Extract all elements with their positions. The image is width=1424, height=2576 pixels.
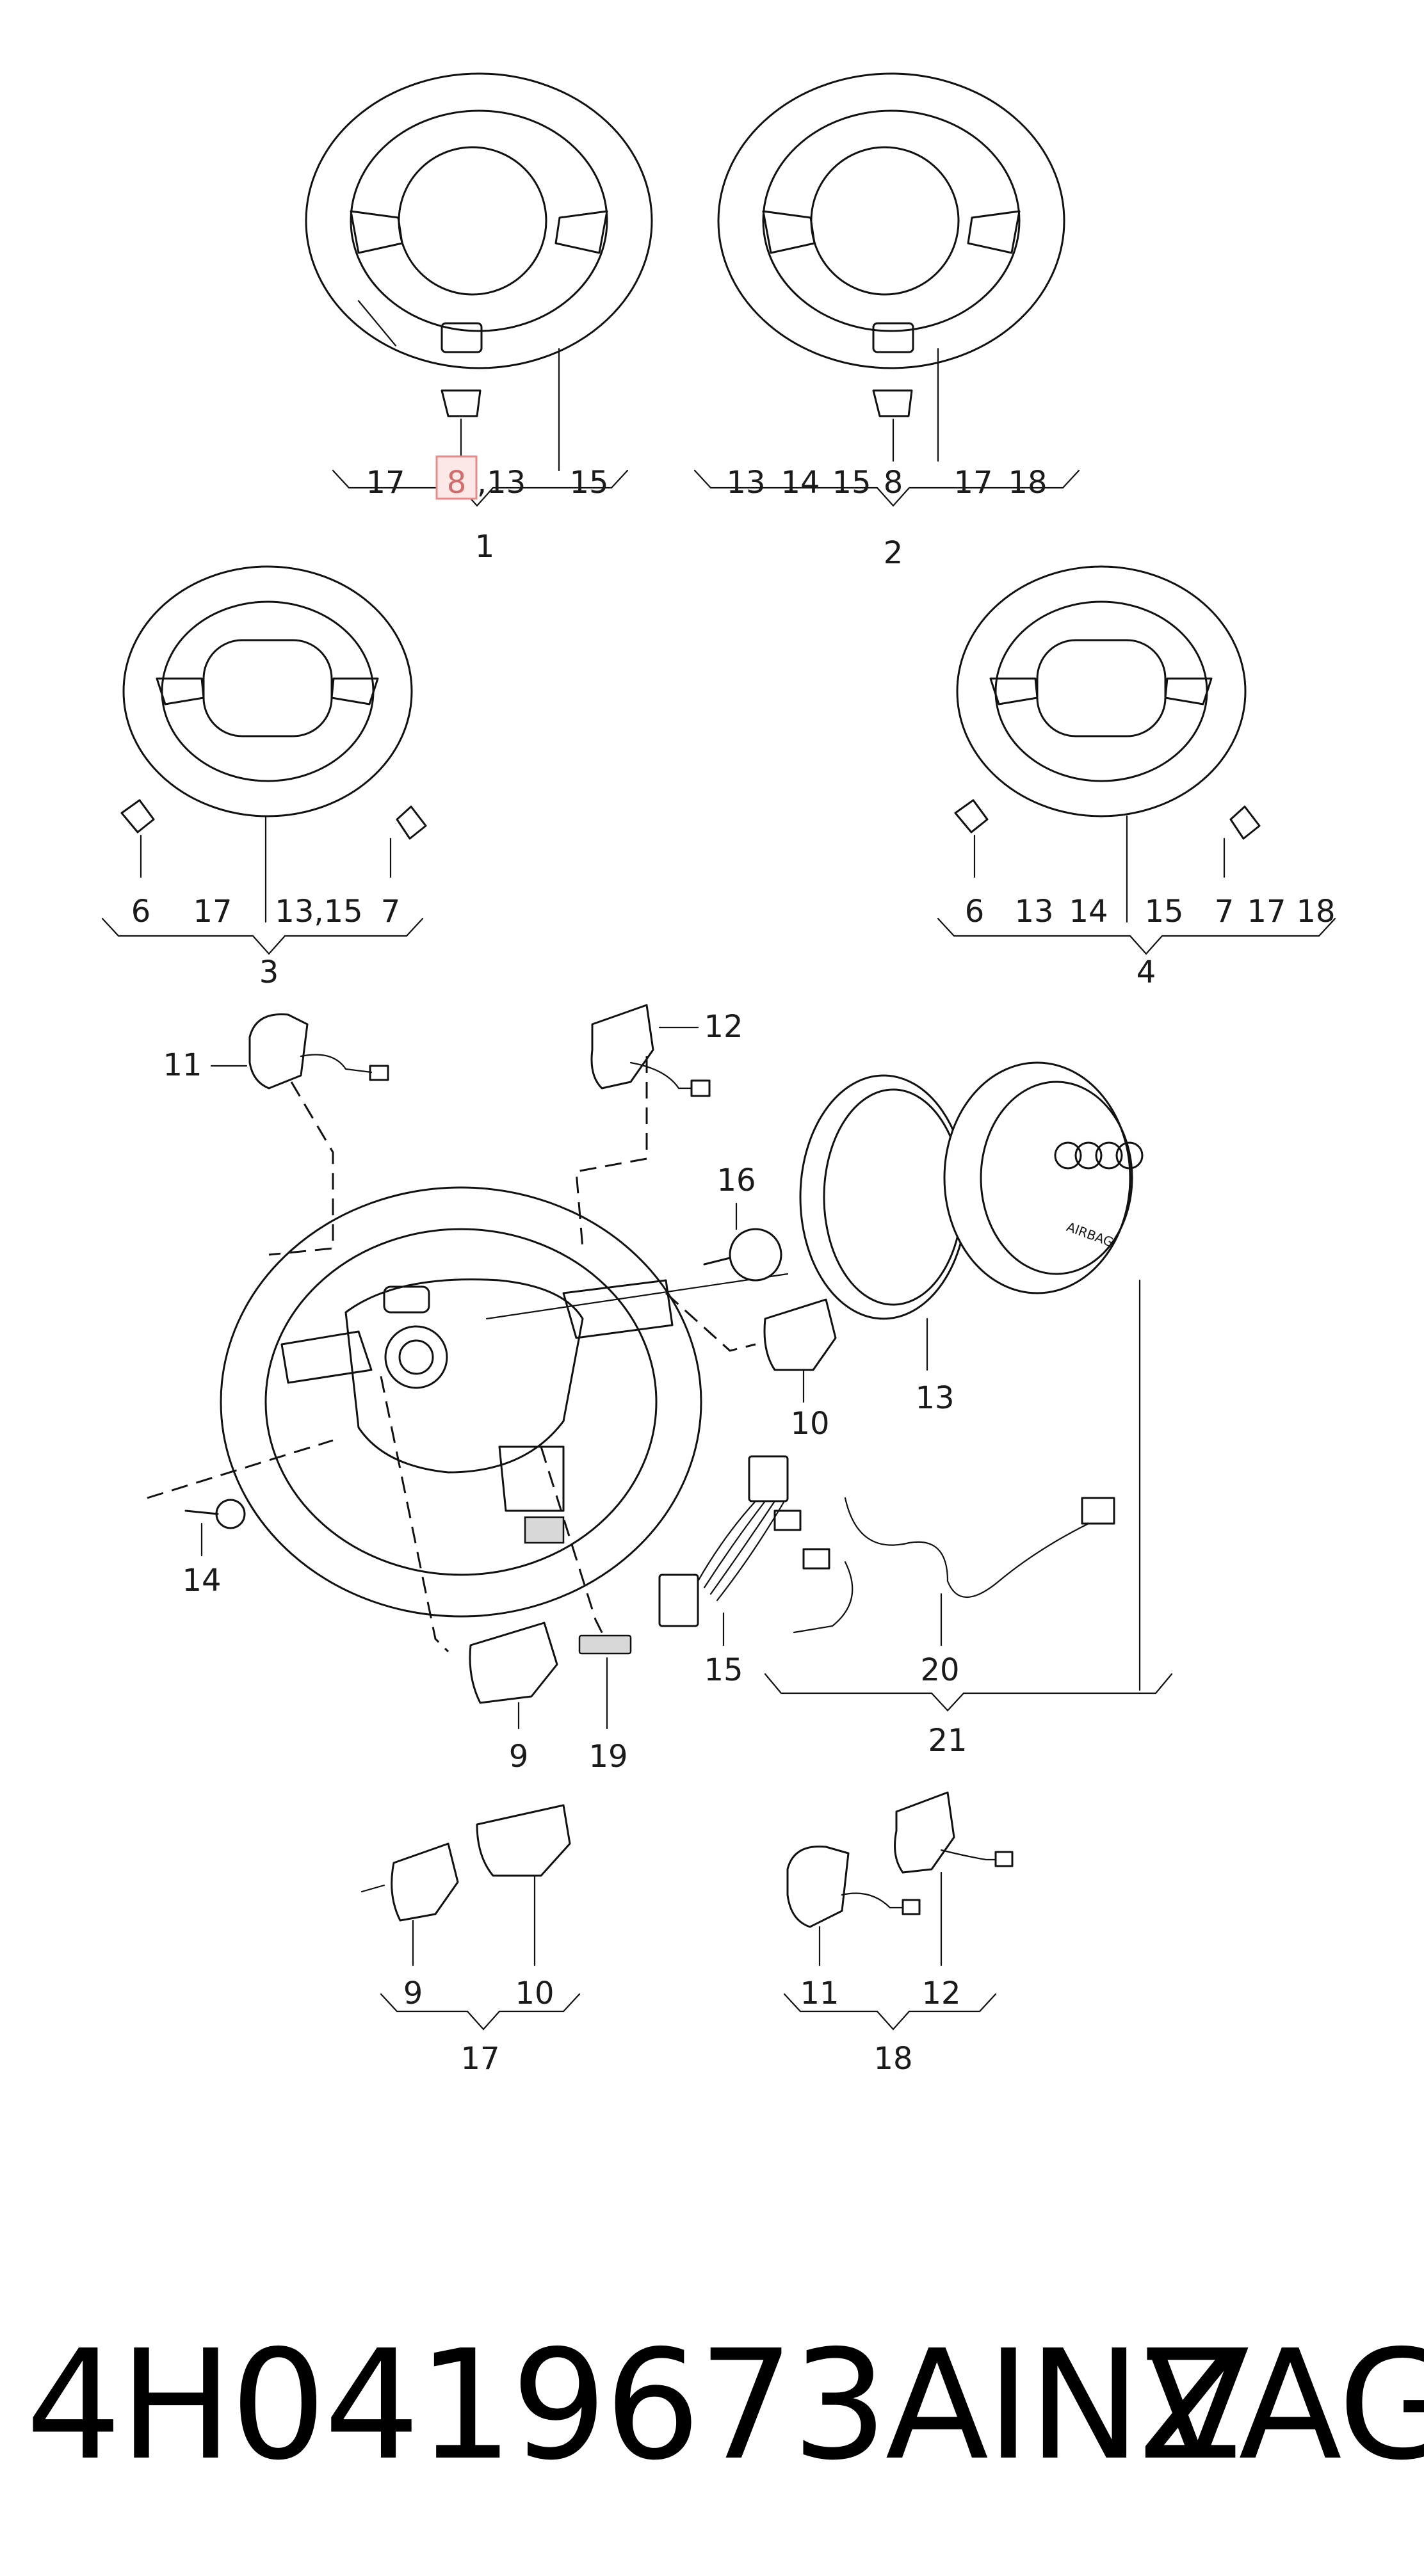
steering-wheel-1-drawing	[305, 72, 653, 472]
group-3-label-13-15: 13,15	[275, 894, 362, 930]
callout-16: 16	[716, 1163, 756, 1198]
callout-15: 15	[704, 1652, 743, 1688]
part-10-drawing	[763, 1298, 837, 1403]
group-2-label-17: 17	[953, 465, 992, 501]
group-2-bracket	[693, 469, 1080, 507]
steering-wheel-3-drawing	[120, 565, 427, 923]
steering-wheel-4-drawing	[954, 565, 1261, 923]
group-4-label-17: 17	[1247, 894, 1286, 930]
group-1-number: 1	[475, 529, 495, 565]
group-4-number: 4	[1137, 954, 1156, 990]
group-1-label-8: 8	[447, 465, 467, 501]
group-3-label-6: 6	[131, 894, 151, 930]
part-21-airbag-drawing: AIRBAG	[943, 1061, 1144, 1691]
part-16-drawing	[703, 1202, 782, 1282]
part-number-text: 4H0419673AINZ	[26, 2317, 1242, 2493]
explode-lines	[147, 1056, 789, 1653]
group-2-label-18: 18	[1008, 465, 1047, 501]
parts-diagram: 17 8 ,13 15 1 13 14 15 8 17 18 2 6 17	[101, 72, 1336, 2077]
part-13-drawing	[799, 1074, 968, 1371]
group-1-label-15: 15	[569, 465, 608, 501]
group-3-label-7: 7	[381, 894, 401, 930]
group-2-label-15: 15	[832, 465, 871, 501]
part-15-drawing	[658, 1455, 789, 1646]
part-19-drawing	[578, 1634, 632, 1730]
callout-20: 20	[920, 1652, 959, 1688]
group-2-label-14: 14	[781, 465, 820, 501]
group-4-label-7: 7	[1215, 894, 1234, 930]
sub-18-label-12: 12	[921, 1976, 960, 2011]
group-4-label-14: 14	[1069, 894, 1108, 930]
group-2-number: 2	[884, 535, 903, 571]
sub-17-drawing	[360, 1804, 581, 2031]
part-11-drawing	[210, 1013, 389, 1090]
callout-21: 21	[928, 1723, 967, 1759]
part-9-drawing	[469, 1622, 558, 1730]
sub-17-label-9: 9	[403, 1976, 423, 2011]
part-12-drawing	[590, 1004, 711, 1097]
group-4-label-6: 6	[965, 894, 985, 930]
group-4-label-18: 18	[1296, 894, 1335, 930]
group-1-label-13: ,13	[477, 465, 526, 501]
group-1-bracket	[332, 469, 629, 507]
main-steering-wheel-drawing	[220, 1186, 702, 1618]
callout-11: 11	[163, 1047, 202, 1083]
group-4-label-15: 15	[1144, 894, 1183, 930]
callout-12: 12	[704, 1009, 743, 1045]
part-20-drawing	[773, 1497, 1115, 1646]
callout-10: 10	[790, 1406, 829, 1442]
callout-13: 13	[915, 1380, 954, 1416]
group-3-bracket	[101, 917, 424, 955]
group-4-bracket	[937, 917, 1336, 955]
sub-18-drawing	[783, 1791, 1014, 2031]
sub-17-label-10: 10	[515, 1976, 554, 2011]
callout-9: 9	[509, 1739, 529, 1775]
group-2-label-13: 13	[726, 465, 765, 501]
sub-18-label-11: 11	[800, 1976, 839, 2011]
callout-14: 14	[182, 1563, 221, 1598]
group-4-label-13: 13	[1014, 894, 1053, 930]
sub-17-number: 17	[460, 2041, 499, 2077]
brand-text: VAG	[1146, 2317, 1424, 2493]
sub-18-number: 18	[873, 2041, 912, 2077]
group-21-bracket	[764, 1673, 1173, 1712]
group-1-label-17: 17	[366, 465, 405, 501]
part-14-drawing	[184, 1499, 246, 1557]
group-3-number: 3	[259, 954, 279, 990]
steering-wheel-2-drawing	[717, 72, 1065, 462]
callout-19: 19	[588, 1739, 627, 1775]
group-2-label-8: 8	[884, 465, 903, 501]
highlight-box	[435, 455, 478, 500]
group-3-label-17: 17	[193, 894, 232, 930]
